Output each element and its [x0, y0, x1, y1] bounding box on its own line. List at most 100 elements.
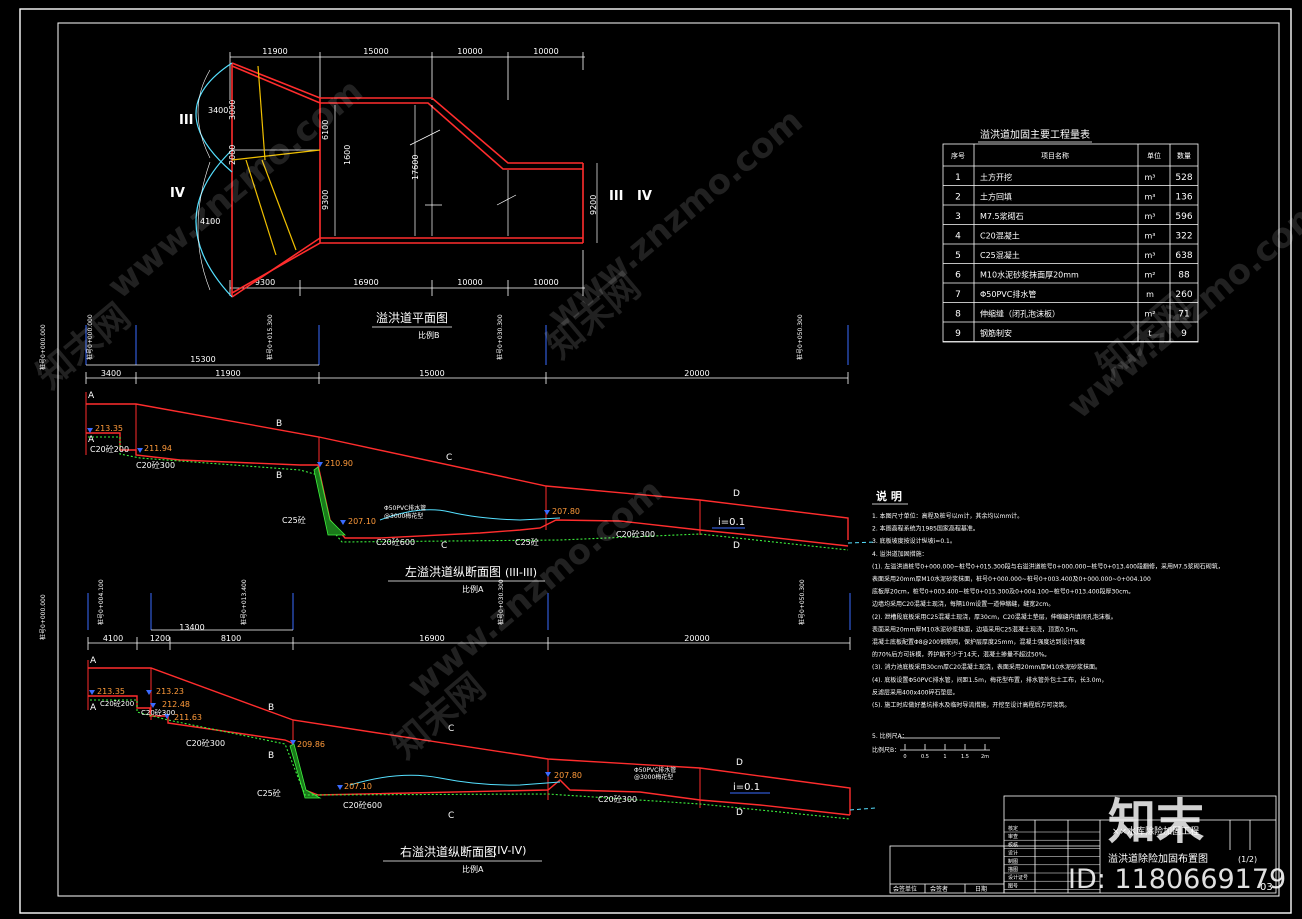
table-cell-no: 8	[955, 309, 961, 319]
plan-title: 溢洪道平面图	[376, 311, 448, 325]
right-span-top: 13400	[179, 623, 204, 632]
plan-dim-bottom-2: 16900	[353, 278, 378, 287]
plan-dim-top-4: 10000	[533, 47, 558, 56]
right-station-2: 桩号0+013.400	[240, 579, 248, 625]
titleblock-bottom-2: 会签者	[930, 885, 948, 893]
right-span-2: 1200	[150, 634, 170, 643]
right-mark-d-top: D	[736, 758, 743, 768]
plan-spillway-walls	[231, 62, 584, 298]
table-cell-unit: m³	[1145, 192, 1156, 201]
left-profile-title: 左溢洪道纵断面图	[405, 564, 501, 579]
notes-line: (4). 底板设置Φ50PVC排水管，间距1.5m，梅花型布置，排水管外包土工布…	[872, 676, 1107, 684]
table-cell-unit: m³	[1145, 251, 1156, 260]
titleblock-row-label: 设计	[1008, 850, 1018, 857]
notes-line: 5. 比例尺A：	[872, 732, 908, 740]
right-elev-7: 207.80	[554, 771, 582, 780]
plan-dim-3000: 3000	[228, 100, 237, 120]
notes-line: 底板厚20cm，桩号0+003.400~桩号0+015.300及0+004.10…	[872, 588, 1134, 596]
right-elev-3: 212.48	[162, 700, 190, 709]
left-slope: i=0.1	[718, 517, 745, 528]
right-slope: i=0.1	[733, 782, 760, 793]
table-cell-unit: t	[1148, 329, 1151, 338]
titleblock-project: ××水库除险加固工程	[1112, 825, 1199, 837]
table-cell-qty: 638	[1175, 251, 1192, 261]
notes-line: 反滤层采用400x400碎石垫层。	[872, 688, 958, 696]
right-label-2: C20砼300	[141, 708, 175, 717]
right-mark-c-top: C	[448, 724, 454, 734]
table-cell-unit: m	[1146, 290, 1154, 299]
left-span-4: 20000	[684, 369, 709, 378]
table-cell-unit: m³	[1145, 173, 1156, 182]
plan-dim-top-1: 11900	[262, 47, 287, 56]
plan-scale: 比例B	[418, 330, 440, 340]
plan-section-mark-iii-left: III	[179, 113, 194, 128]
table-cell-name: M10水泥砂浆抹面厚20mm	[980, 269, 1079, 279]
left-elev-3: 210.90	[325, 459, 353, 468]
left-mark-d-bottom: D	[733, 541, 740, 551]
left-elev-1: 213.35	[95, 424, 123, 433]
left-label-4: C20砼600	[376, 537, 415, 547]
left-profile-scale: 比例A	[462, 584, 484, 594]
left-elev-5: 207.80	[552, 507, 580, 516]
left-mark-b-bottom: B	[276, 471, 282, 481]
left-mark-b-top: B	[276, 419, 282, 429]
right-water-line	[349, 774, 561, 786]
plan-dim-9300: 9300	[321, 190, 330, 210]
notes-line: 混凝土底板配置Φ8@200钢筋网，保护层厚度25mm，混凝土强度达到设计强度	[872, 638, 1085, 646]
scale-tick-label: 1.5	[961, 754, 969, 760]
left-station-origin: 桩号0+000.000	[39, 324, 47, 370]
notes-line: 3. 底板坡度按设计纵坡i=0.1。	[872, 537, 956, 545]
right-elev-1: 213.35	[97, 687, 125, 696]
table-cell-no: 3	[955, 212, 961, 222]
right-station-3: 桩号0+030.300	[497, 579, 505, 625]
titleblock-row-label: 制图	[1008, 858, 1018, 865]
table-cell-qty: 260	[1175, 290, 1192, 300]
left-span-3: 15000	[419, 369, 444, 378]
watermark-id: ID: 1180669179	[1068, 864, 1286, 895]
table-cell-name: Φ50PVC排水管	[980, 289, 1036, 299]
right-station-4: 桩号0+050.300	[798, 579, 806, 625]
table-cell-no: 5	[955, 251, 961, 261]
notes-line: 的70%后方可拆模，养护期不少于14天，混凝土掺量不超过50%。	[872, 651, 1050, 659]
right-station-origin: 桩号0+000.000	[39, 594, 47, 640]
table-header-no: 序号	[951, 151, 965, 160]
right-label-1: C20砼200	[100, 699, 134, 708]
watermark-logo: 知末	[1108, 794, 1204, 850]
sheet-outer-frame	[19, 8, 1292, 914]
left-mark-c-bottom: C	[441, 541, 447, 551]
scale-tick-label: 1	[943, 754, 946, 760]
right-label-4: C25砼	[257, 788, 281, 798]
right-concrete-fill	[90, 699, 851, 820]
notes-line: (3). 消力池底板采用30cm厚C20混凝土现浇，表面采用20mm厚M10水泥…	[872, 663, 1101, 671]
plan-section-mark-iii-right: III	[609, 189, 624, 204]
left-water-line	[379, 509, 561, 521]
table-cell-qty: 596	[1175, 212, 1192, 222]
table-cell-qty: 528	[1175, 173, 1192, 183]
table-cell-qty: 322	[1175, 231, 1192, 241]
scale-tick-label: 0	[903, 754, 906, 760]
table-cell-no: 1	[955, 173, 961, 183]
table-cell-name: M7.5浆砌石	[980, 211, 1024, 221]
right-label-5: C20砼600	[343, 800, 382, 810]
left-elev-2: 211.94	[144, 444, 172, 453]
left-mark-d-top: D	[733, 489, 740, 499]
table-cell-unit: m³	[1145, 212, 1156, 221]
profile-left: 桩号0+000.000 桩号0+015.300 桩号0+030.300 桩号0+…	[39, 314, 876, 594]
profile-right: 桩号0+004.100 桩号0+013.400 桩号0+030.300 桩号0+…	[39, 579, 876, 874]
plan-section-mark-iv-right: IV	[637, 189, 652, 204]
right-mark-b-top: B	[268, 703, 274, 713]
left-mark-c-top: C	[446, 453, 452, 463]
right-mark-a-top: A	[90, 656, 97, 666]
table-cell-no: 2	[955, 192, 961, 202]
table-cell-unit: m³	[1145, 231, 1156, 240]
right-mark-a-bottom: A	[90, 703, 97, 713]
table-header-unit: 单位	[1147, 151, 1161, 160]
plan-dim-top-3: 10000	[457, 47, 482, 56]
left-label-pipe: Φ50PVC排水管	[384, 504, 426, 512]
plan-dim-4100: 4100	[200, 217, 220, 226]
table-cell-no: 4	[955, 231, 961, 241]
titleblock-bottom-1: 会签单位	[893, 885, 917, 893]
